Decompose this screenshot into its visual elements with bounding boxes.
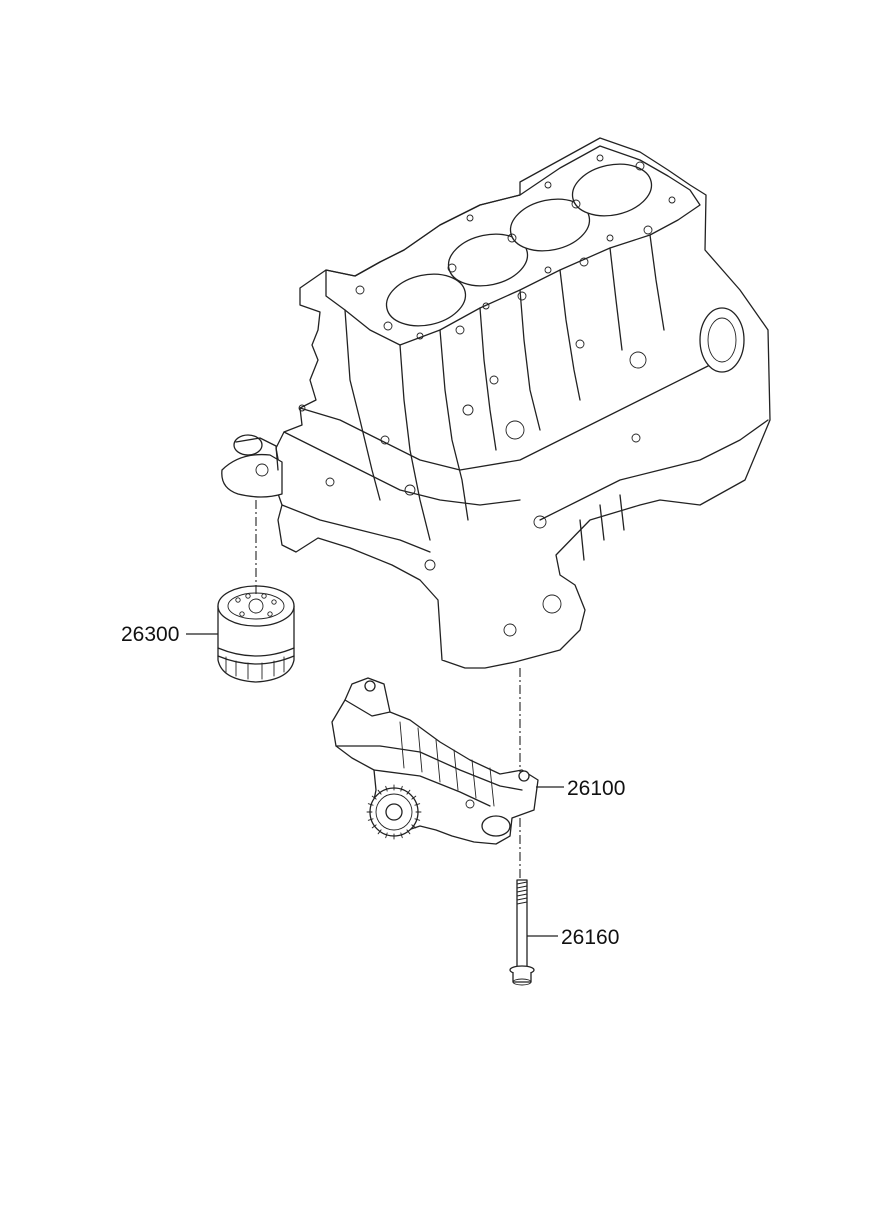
sprocket-tooth <box>385 832 388 839</box>
sprocket-tooth <box>367 818 374 821</box>
sprocket-tooth <box>411 824 417 829</box>
sprocket-tooth <box>371 795 377 800</box>
sprocket-tooth <box>406 789 411 795</box>
sprocket-tooth <box>377 829 382 835</box>
sprocket-tooth <box>414 818 421 821</box>
sprocket-tooth <box>371 824 377 829</box>
sprocket-tooth <box>400 832 403 839</box>
sprocket-tooth <box>414 803 421 806</box>
sprocket-tooth <box>400 785 403 792</box>
callout-26160: 26160 <box>527 926 619 949</box>
engine-block <box>221 137 771 669</box>
part-label[interactable]: 26160 <box>561 926 619 949</box>
oil-filter <box>217 585 295 683</box>
part-label[interactable]: 26100 <box>567 777 625 800</box>
callout-26300: 26300 <box>121 623 218 646</box>
assembly-centerlines <box>255 500 521 880</box>
sprocket-tooth <box>377 789 382 795</box>
pump-bolt <box>509 879 535 986</box>
oil-pump-assembly <box>331 677 539 845</box>
sprocket-tooth <box>406 829 411 835</box>
sprocket-tooth <box>367 803 374 806</box>
callout-26100: 26100 <box>536 777 625 800</box>
sprocket-tooth <box>385 785 388 792</box>
sprocket-tooth <box>411 795 417 800</box>
part-label[interactable]: 26300 <box>121 623 179 646</box>
